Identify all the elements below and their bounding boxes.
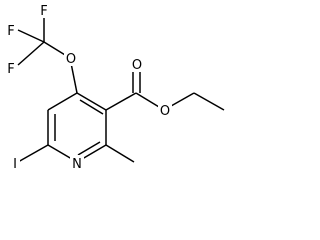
molecule-structure: F F F O O O N I bbox=[7, 4, 225, 172]
bond-cf3-f2 bbox=[17, 29, 45, 43]
bond-ch2-ch3 bbox=[193, 92, 225, 111]
atom-ester-oxygen: O bbox=[160, 104, 170, 119]
bond-c3-carbonyl bbox=[105, 92, 137, 111]
bond-c6-i bbox=[17, 144, 49, 163]
atom-fluorine-2: F bbox=[7, 24, 14, 39]
bond-c2-methyl bbox=[105, 144, 135, 163]
bond-c5-c4 bbox=[47, 92, 78, 111]
bond-cf3-f3 bbox=[17, 41, 45, 66]
atom-fluorine-3: F bbox=[7, 62, 14, 77]
bond-c4-c3-inner bbox=[79, 99, 104, 115]
atom-carbonyl-oxygen: O bbox=[132, 58, 142, 73]
bond-c2-n-inner bbox=[77, 141, 101, 156]
atom-ether-oxygen: O bbox=[66, 52, 76, 67]
atom-ring-nitrogen: N bbox=[72, 157, 82, 172]
atom-iodine: I bbox=[13, 157, 17, 172]
atom-fluorine-1: F bbox=[40, 4, 47, 19]
bond-c4-c3 bbox=[76, 92, 107, 111]
